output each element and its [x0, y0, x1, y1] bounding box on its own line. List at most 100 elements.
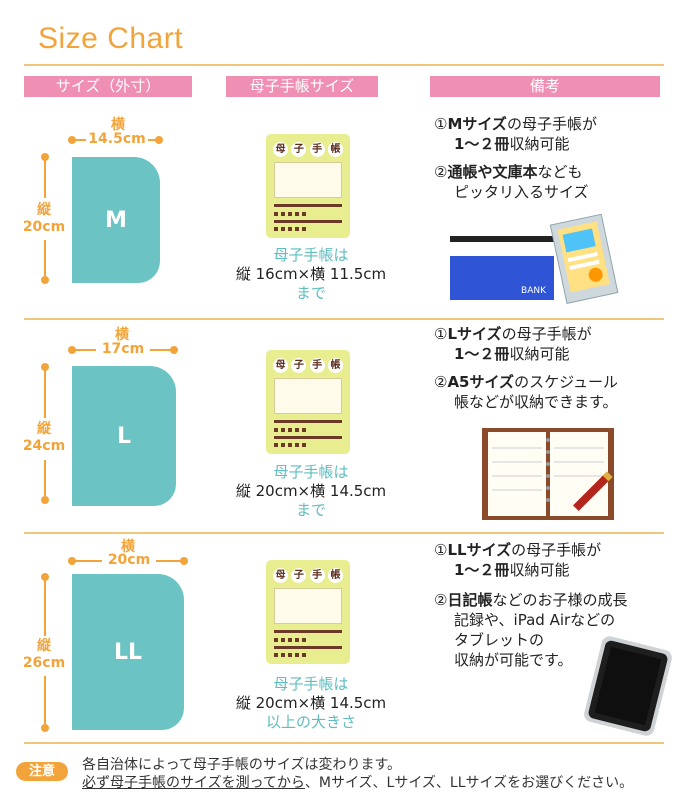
note-1: ①Mサイズの母子手帳が 1～２冊収納可能	[434, 115, 597, 153]
row-divider	[24, 742, 664, 744]
height-value: 26cm	[22, 655, 66, 671]
dimension-dot	[41, 363, 49, 371]
row-divider	[24, 532, 664, 534]
note-bold: 1～２冊	[454, 135, 510, 153]
height-value: 24cm	[22, 438, 66, 454]
case-cover-ll: LL	[72, 574, 184, 730]
width-value: 17cm	[101, 341, 145, 357]
mothers-notebook-illustration: 母子手帳	[266, 560, 350, 664]
dimension-dot	[41, 573, 49, 581]
tablet-icon	[584, 636, 672, 736]
dimension-dot	[155, 136, 163, 144]
caption-size: 縦 20cm×横 14.5cm	[235, 694, 387, 712]
note-2: ②日記帳などのお子様の成長 記録や、iPad Airなどの タブレットの 収納が…	[434, 590, 696, 670]
bank-label: BANK	[521, 286, 546, 296]
dimension-line	[44, 578, 46, 636]
bankbook-icon: BANK	[450, 256, 554, 300]
caption-limit: まで	[295, 284, 326, 302]
book-size-caption: 母子手帳は 縦 16cm×横 11.5cm まで	[216, 246, 406, 303]
book-char: 帳	[327, 358, 343, 373]
note-bold: LLサイズ	[447, 541, 512, 559]
dimension-dot	[41, 496, 49, 504]
book-char: 帳	[327, 568, 343, 583]
caption-limit: 以上の大きさ	[265, 713, 356, 731]
caption-limit: まで	[295, 501, 326, 519]
caution-line: 、Mサイズ、Lサイズ、LLサイズをお選びください。	[304, 775, 634, 791]
dimension-line	[156, 560, 182, 562]
dimension-dot	[41, 276, 49, 284]
dimension-dot	[41, 724, 49, 732]
caution-emphasis: 必ず母子手帳のサイズを測ってから	[82, 775, 305, 791]
dimension-line	[72, 349, 96, 351]
caution-line: 各自治体によって母子手帳のサイズは変わります。	[82, 757, 402, 773]
note-1: ①Lサイズの母子手帳が 1～２冊収納可能	[434, 325, 592, 363]
note-2: ②A5サイズのスケジュール 帳などが収納できます。	[434, 372, 684, 412]
dimension-line	[44, 676, 46, 724]
dimension-line	[150, 349, 172, 351]
dimension-line	[44, 240, 46, 276]
dimension-dot	[180, 557, 188, 565]
note-bold: Mサイズ	[447, 115, 507, 133]
book-char: 子	[291, 358, 307, 373]
height-label: 縦	[37, 421, 51, 437]
note-bold: 日記帳	[447, 591, 493, 609]
book-char: 母	[273, 568, 288, 583]
row-divider	[24, 318, 664, 320]
dimension-line	[44, 368, 46, 418]
note-text: ピッタリ入るサイズ	[454, 183, 589, 201]
note-2: ②通帳や文庫本なども ピッタリ入るサイズ	[434, 162, 684, 202]
book-size-caption: 母子手帳は 縦 20cm×横 14.5cm まで	[216, 463, 406, 520]
width-label: 横	[115, 327, 129, 343]
book-char: 帳	[327, 142, 343, 157]
note-text: 収納可能	[509, 135, 570, 153]
note-text: の母子手帳が	[501, 325, 592, 343]
dimension-line	[148, 139, 158, 141]
dimension-dot	[170, 346, 178, 354]
note-text: のスケジュール	[514, 373, 619, 391]
caution-text: 各自治体によって母子手帳のサイズは変わります。 必ず母子手帳のサイズを測ってから…	[82, 756, 633, 792]
header-book-size: 母子手帳サイズ	[226, 76, 378, 97]
width-label: 横	[111, 117, 125, 133]
height-value: 20cm	[22, 219, 66, 235]
mothers-notebook-illustration: 母子手帳	[266, 134, 350, 238]
width-value: 20cm	[107, 552, 151, 568]
width-label: 横	[121, 539, 135, 555]
caption-size: 縦 16cm×横 11.5cm	[235, 265, 387, 283]
book-char: 母	[273, 142, 288, 157]
height-label: 縦	[37, 202, 51, 218]
caption-size: 縦 20cm×横 14.5cm	[235, 482, 387, 500]
book-char: 母	[273, 358, 288, 373]
note-bold: 1～２冊	[454, 561, 510, 579]
note-bold: 1～２冊	[454, 345, 510, 363]
dimension-line	[44, 158, 46, 198]
note-bold: A5サイズ	[447, 373, 515, 391]
book-char: 手	[309, 142, 325, 157]
note-text: タブレットの	[454, 631, 545, 649]
receipt-book-icon	[549, 213, 619, 304]
caption-line: 母子手帳は	[273, 463, 349, 481]
dimension-line	[44, 460, 46, 496]
book-size-caption: 母子手帳は 縦 20cm×横 14.5cm 以上の大きさ	[216, 675, 406, 732]
book-char: 子	[291, 568, 307, 583]
note-text: 収納可能	[509, 561, 570, 579]
header-notes: 備考	[430, 76, 660, 97]
note-text: などのお子様の成長	[492, 591, 628, 609]
note-bold: 通帳や文庫本	[447, 163, 538, 181]
mothers-notebook-illustration: 母子手帳	[266, 350, 350, 454]
book-char: 手	[309, 568, 325, 583]
note-bold: Lサイズ	[447, 325, 502, 343]
height-label: 縦	[37, 638, 51, 654]
page-title: Size Chart	[38, 22, 184, 55]
note-text: なども	[537, 163, 583, 181]
title-divider	[24, 64, 664, 66]
book-char: 子	[291, 142, 307, 157]
note-text: の母子手帳が	[511, 541, 602, 559]
note-text: 帳などが収納できます。	[454, 393, 618, 411]
card-stripe	[450, 236, 560, 242]
note-text: の母子手帳が	[506, 115, 597, 133]
note-text: 収納可能	[509, 345, 570, 363]
note-text: 記録や、iPad Airなどの	[454, 611, 616, 629]
dimension-dot	[41, 153, 49, 161]
dimension-line	[72, 560, 102, 562]
caption-line: 母子手帳は	[273, 675, 349, 693]
